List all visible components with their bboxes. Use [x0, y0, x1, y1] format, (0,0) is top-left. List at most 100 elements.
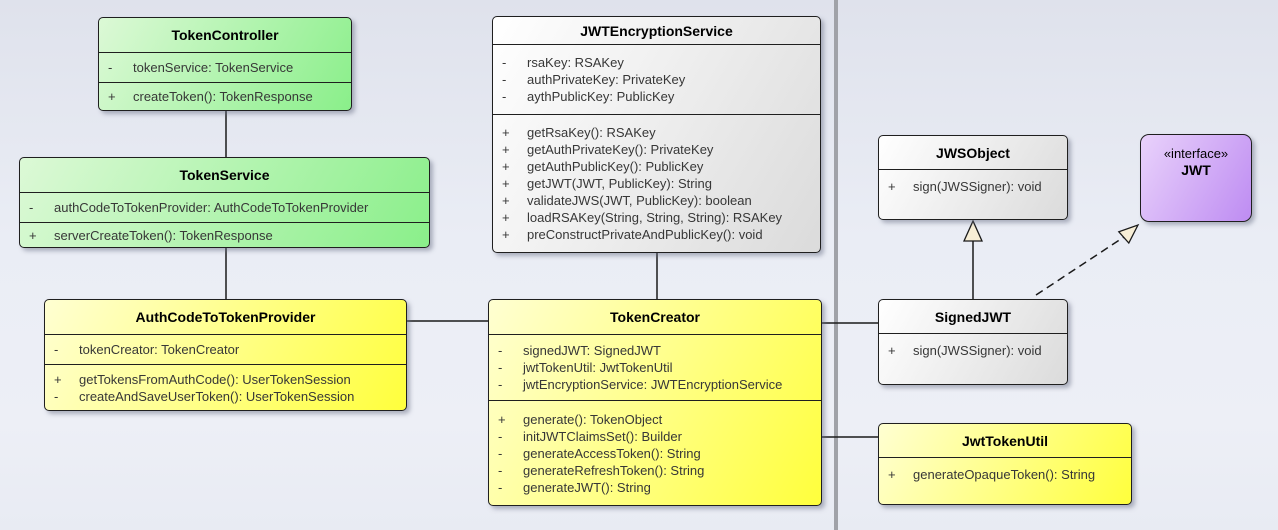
member-row: - generateJWT(): String	[489, 479, 821, 496]
member-row: -jwtTokenUtil: JwtTokenUtil	[489, 359, 821, 376]
member-text: getAuthPublicKey(): PublicKey	[527, 159, 704, 174]
visibility-marker: +	[502, 125, 510, 140]
member-row: -tokenService: TokenService	[99, 59, 351, 76]
class-jws-object[interactable]: JWSObject + sign(JWSSigner): void	[878, 135, 1068, 220]
methods-compartment: +getRsaKey(): RSAKey+getAuthPrivateKey()…	[493, 114, 820, 252]
methods-compartment: + createToken(): TokenResponse	[99, 82, 351, 110]
attributes-compartment: -tokenService: TokenService	[99, 52, 351, 82]
visibility-marker: -	[108, 60, 113, 75]
member-row: -tokenCreator: TokenCreator	[45, 341, 406, 358]
member-row: - signedJWT: SignedJWT	[489, 342, 821, 359]
member-text: rsaKey: RSAKey	[527, 55, 624, 70]
member-text: preConstructPrivateAndPublicKey(): void	[527, 227, 763, 242]
visibility-marker: +	[502, 210, 510, 225]
member-text: jwtEncryptionService: JWTEncryptionServi…	[523, 377, 783, 392]
member-text: generateOpaqueToken(): String	[913, 467, 1096, 482]
member-row: + getTokensFromAuthCode(): UserTokenSessi…	[45, 371, 406, 388]
visibility-marker: -	[502, 72, 507, 87]
attributes-compartment: -authCodeToTokenProvider: AuthCodeToToke…	[20, 192, 429, 222]
member-text: createToken(): TokenResponse	[133, 89, 313, 104]
visibility-marker: +	[498, 411, 506, 427]
class-title: TokenService	[179, 167, 270, 183]
visibility-marker: +	[502, 176, 510, 191]
class-jwt-token-util[interactable]: JwtTokenUtil + generateOpaqueToken(): Str…	[878, 423, 1132, 505]
visibility-marker: +	[108, 89, 116, 104]
methods-compartment: + sign(JWSSigner): void	[879, 169, 1067, 219]
member-row: +serverCreateToken(): TokenResponse	[20, 227, 429, 244]
class-token-controller[interactable]: TokenController -tokenService: TokenServ…	[98, 17, 352, 111]
realization-signedjwt-jwt[interactable]	[1035, 223, 1140, 296]
visibility-marker: +	[29, 227, 37, 243]
realization-arrowhead	[1117, 223, 1140, 245]
interface-header: «interface» JWT	[1141, 135, 1251, 179]
methods-compartment: +generate(): TokenObject-initJWTClaimsSe…	[489, 400, 821, 505]
member-row: +getAuthPublicKey(): PublicKey	[493, 158, 820, 175]
visibility-marker: +	[888, 179, 896, 194]
generalization-signedjwt-jwsobject[interactable]	[962, 219, 984, 299]
member-row: + sign(JWSSigner): void	[879, 342, 1067, 359]
methods-compartment: +serverCreateToken(): TokenResponse	[20, 222, 429, 247]
member-text: createAndSaveUserToken(): UserTokenSessi…	[79, 388, 355, 404]
visibility-marker: -	[54, 342, 59, 357]
member-row: -aythPublicKey: PublicKey	[493, 88, 820, 105]
member-text: sign(JWSSigner): void	[913, 343, 1042, 358]
member-row: -authCodeToTokenProvider: AuthCodeToToke…	[20, 199, 429, 216]
member-row: -jwtEncryptionService: JWTEncryptionServ…	[489, 376, 821, 393]
member-text: getAuthPrivateKey(): PrivateKey	[527, 142, 714, 157]
attributes-compartment: -tokenCreator: TokenCreator	[45, 334, 406, 364]
class-title: JWSObject	[936, 144, 1010, 161]
member-text: getTokensFromAuthCode(): UserTokenSessio…	[79, 371, 351, 387]
member-row: - initJWTClaimsSet(): Builder	[489, 428, 821, 445]
member-row: - createAndSaveUserToken(): UserTokenSess…	[45, 388, 406, 405]
visibility-marker: -	[498, 479, 503, 495]
member-row: - authPrivateKey: PrivateKey	[493, 71, 820, 88]
class-signed-jwt[interactable]: SignedJWT + sign(JWSSigner): void	[878, 299, 1068, 385]
member-row: + generateOpaqueToken(): String	[879, 466, 1131, 483]
visibility-marker: -	[498, 343, 503, 358]
class-jwt-interface[interactable]: «interface» JWT	[1140, 134, 1252, 222]
class-title: SignedJWT	[934, 308, 1012, 325]
member-row: + createToken(): TokenResponse	[99, 88, 351, 105]
stereotype-label: «interface»	[1163, 146, 1229, 161]
visibility-marker: -	[502, 55, 507, 70]
visibility-marker: +	[888, 343, 896, 358]
member-row: +getAuthPrivateKey(): PrivateKey	[493, 141, 820, 158]
member-text: generateJWT(): String	[523, 479, 651, 495]
class-title: TokenCreator	[610, 309, 700, 325]
methods-compartment: + generateOpaqueToken(): String	[879, 457, 1131, 504]
visibility-marker: +	[54, 371, 62, 387]
visibility-marker: -	[502, 89, 507, 104]
member-row: +getRsaKey(): RSAKey	[493, 124, 820, 141]
member-row: +preConstructPrivateAndPublicKey(): void	[493, 226, 820, 243]
member-row: + loadRSAKey(String, String, String): RSA…	[493, 209, 820, 226]
member-row: -generateRefreshToken(): String	[489, 462, 821, 479]
class-title: JWT	[1181, 162, 1211, 178]
visibility-marker: -	[498, 445, 503, 461]
member-text: loadRSAKey(String, String, String): RSAK…	[527, 210, 783, 225]
member-text: generateAccessToken(): String	[523, 445, 701, 461]
page-divider	[834, 0, 838, 530]
member-row: + sign(JWSSigner): void	[879, 178, 1067, 195]
member-text: signedJWT: SignedJWT	[523, 343, 661, 358]
class-token-creator[interactable]: TokenCreator - signedJWT: SignedJWT-jwtTo…	[488, 299, 822, 506]
member-row: - generateAccessToken(): String	[489, 445, 821, 462]
member-text: sign(JWSSigner): void	[913, 179, 1042, 194]
attributes-compartment: - signedJWT: SignedJWT-jwtTokenUtil: JwtT…	[489, 334, 821, 400]
member-text: initJWTClaimsSet(): Builder	[523, 428, 682, 444]
class-jwt-encryption-service[interactable]: JWTEncryptionService -rsaKey: RSAKey-aut…	[492, 16, 821, 253]
class-title: TokenController	[171, 27, 279, 43]
class-title: JwtTokenUtil	[961, 432, 1049, 449]
class-auth-code-to-token-provider[interactable]: AuthCodeToTokenProvider -tokenCreator: T…	[44, 299, 407, 411]
visibility-marker: -	[498, 428, 503, 444]
member-row: + getJWT(JWT, PublicKey): String	[493, 175, 820, 192]
attributes-compartment: - rsaKey: RSAKey - authPrivateKey: PrivateK…	[493, 44, 820, 114]
member-text: authPrivateKey: PrivateKey	[527, 72, 686, 87]
visibility-marker: -	[54, 388, 59, 404]
member-text: getJWT(JWT, PublicKey): String	[527, 176, 712, 191]
visibility-marker: +	[888, 467, 896, 482]
member-row: +generate(): TokenObject	[489, 411, 821, 428]
class-token-service[interactable]: TokenService -authCodeToTokenProvider: A…	[19, 157, 430, 248]
member-text: authCodeToTokenProvider: AuthCodeToToken…	[54, 200, 369, 215]
member-row: - rsaKey: RSAKey	[493, 54, 820, 71]
